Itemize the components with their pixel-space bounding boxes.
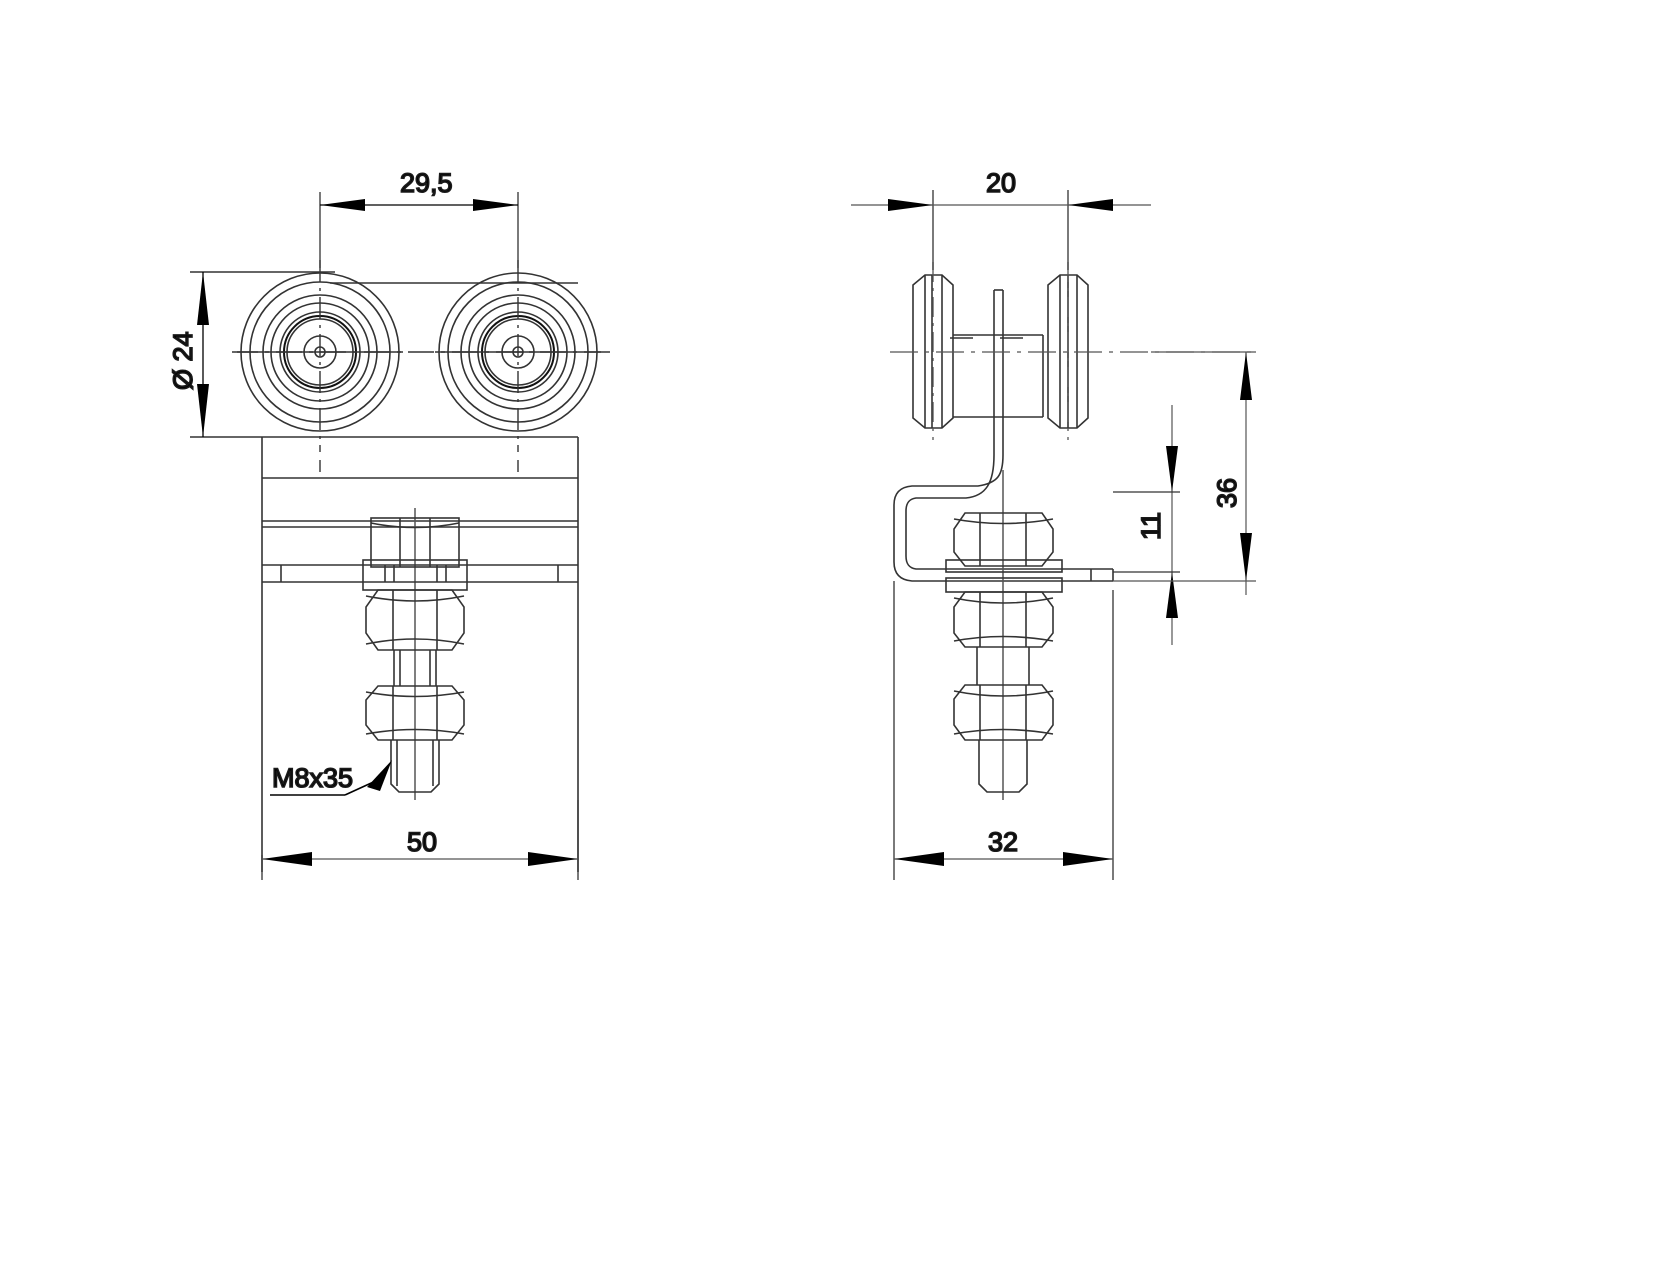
front-top-reference-lines [190, 271, 578, 438]
dimension-36: 36 [1113, 351, 1256, 595]
dimension-32-label: 32 [988, 827, 1018, 857]
side-hex-nut-lower [953, 684, 1054, 741]
dimension-29-5-label: 29,5 [400, 168, 453, 198]
side-hex-nut-mid [953, 591, 1054, 648]
side-bolt-shank [976, 647, 1030, 685]
bolt-shank-upper [393, 650, 437, 686]
side-bracket-vertical-leg [993, 289, 1004, 455]
dimension-20-label: 20 [986, 168, 1016, 198]
dimension-50-label: 50 [407, 827, 437, 857]
dimension-50: 50 [261, 800, 579, 880]
dimension-dia-24-label: Ø 24 [168, 331, 198, 390]
front-view: M8x35 29,5 Ø 24 50 [167, 167, 612, 880]
mounting-bar [262, 564, 578, 583]
side-hex-nut-upper [953, 512, 1054, 567]
dimension-29-5: 29,5 [319, 167, 519, 268]
side-view: 20 11 36 32 [851, 167, 1256, 880]
dimension-36-label: 36 [1212, 478, 1242, 508]
hex-nut-lower [365, 685, 465, 741]
side-bolt-threaded-end [978, 740, 1028, 793]
front-wheel-center-ticks [319, 460, 519, 472]
side-bracket [893, 454, 1114, 582]
side-axle-hub [950, 334, 1044, 418]
front-body-plate [261, 436, 579, 872]
m8x35-label: M8x35 [272, 763, 353, 793]
bolt-threaded-end [390, 740, 440, 793]
m8x35-leader-arrowhead [367, 760, 392, 791]
bolt-head [370, 517, 460, 568]
dimension-11: 11 [1113, 405, 1180, 645]
hex-nut-upper [365, 589, 465, 651]
dimension-20: 20 [851, 167, 1151, 270]
dimension-dia-24: Ø 24 [167, 272, 209, 437]
dimension-11-label: 11 [1136, 512, 1166, 540]
dimension-32: 32 [893, 581, 1114, 880]
